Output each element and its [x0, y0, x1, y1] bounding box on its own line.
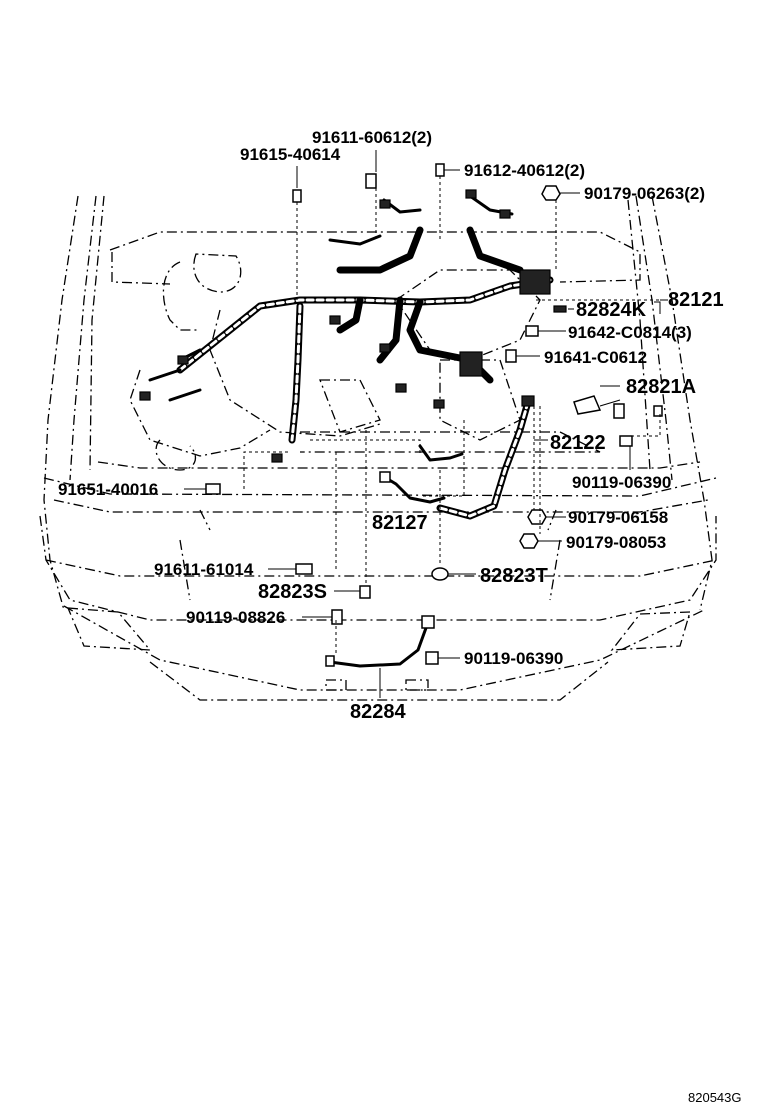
label-90119-06390-upper: 90119-06390	[572, 473, 671, 492]
label-91612-40612: 91612-40612(2)	[464, 161, 585, 180]
label-91615-40614: 91615-40614	[240, 145, 341, 164]
label-90119-06390-lower: 90119-06390	[464, 649, 563, 668]
engine-wire-harness-82121	[139, 189, 554, 463]
label-82121: 82121	[668, 289, 724, 311]
label-82284: 82284	[350, 701, 406, 723]
label-90179-08053: 90179-08053	[566, 533, 666, 552]
label-91641-C0612: 91641-C0612	[544, 348, 647, 367]
label-91642-C0814: 91642-C0814(3)	[568, 323, 692, 342]
label-90119-08826: 90119-08826	[186, 608, 285, 627]
label-91651-40016: 91651-40016	[58, 480, 158, 499]
diagram-code: 820543G	[688, 1090, 742, 1105]
label-82127: 82127	[372, 512, 428, 534]
label-91611-61014: 91611-61014	[154, 560, 254, 579]
leader-lines	[184, 150, 668, 698]
label-82823T: 82823T	[480, 565, 548, 587]
label-82122: 82122	[550, 432, 606, 454]
label-91611-60612: 91611-60612(2)	[312, 128, 432, 147]
wire-82127	[379, 444, 464, 504]
label-82821A: 82821A	[626, 376, 696, 398]
wire-82284	[325, 615, 435, 668]
label-82824K: 82824K	[576, 299, 647, 321]
label-90179-06158: 90179-06158	[568, 508, 668, 527]
part-labels: 91611-60612(2) 91615-40614 91612-40612(2…	[58, 128, 724, 723]
label-90179-06263: 90179-06263(2)	[584, 184, 705, 203]
engine-wire-sub-harness-82122	[436, 395, 535, 520]
label-82823S: 82823S	[258, 581, 327, 603]
